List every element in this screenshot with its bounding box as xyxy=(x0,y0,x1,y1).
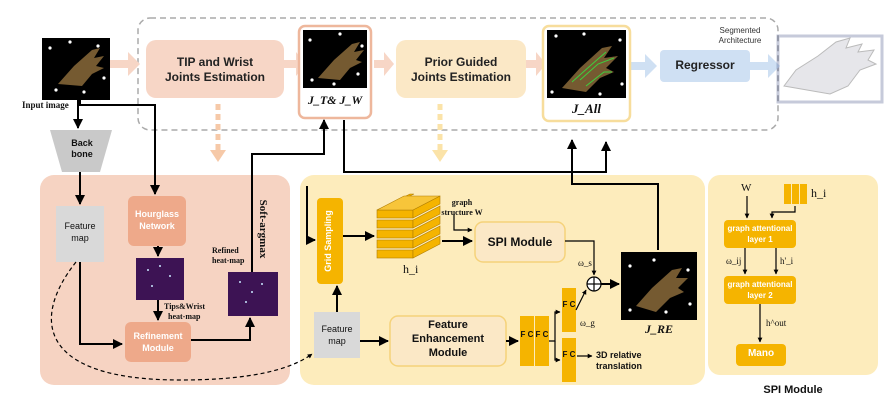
refined-heatmap xyxy=(228,272,278,316)
fc1-label: F C xyxy=(520,330,534,339)
prior-to-jall-arrow xyxy=(526,52,546,76)
refinement-label-1: Refinement xyxy=(133,331,183,341)
jre-label: J_RE xyxy=(644,322,673,336)
gal2-box xyxy=(724,276,796,304)
tip-wrist-label-2: Joints Estimation xyxy=(164,70,265,84)
feature-map-mid-label-1: Feature xyxy=(321,324,353,334)
feature-enhancement-label-2: Enhancement xyxy=(411,333,485,345)
feature-map-left-label-2: map xyxy=(71,233,89,243)
spi-module-box xyxy=(474,221,566,263)
h-out-label: h^out xyxy=(766,318,787,328)
prior-guided-box xyxy=(396,40,526,98)
grid-sampling-box xyxy=(317,198,343,284)
feature-skip-connection xyxy=(50,261,313,381)
spi-panel xyxy=(708,175,878,375)
translation-label-2: translation xyxy=(596,361,643,371)
mesh-hand xyxy=(783,37,878,95)
graph-structure-label-1: graph xyxy=(451,198,473,207)
fc1-box xyxy=(520,316,534,366)
hi-label: h_i xyxy=(403,262,419,276)
hi-stack xyxy=(376,193,441,259)
tip-wrist-label-1: TIP and Wrist xyxy=(176,55,254,69)
spi-h-label: h_i xyxy=(811,186,827,200)
refined-heatmap-label-1: Refined xyxy=(212,246,239,255)
segmented-label-2: Architecture xyxy=(718,36,762,45)
tip-wrist-box xyxy=(146,40,284,98)
prior-guided-label-1: Prior Guided xyxy=(424,55,498,69)
spi-module-label: SPI Module xyxy=(487,235,553,249)
hourglass-label-1: Hourglass xyxy=(134,209,179,219)
backbone-shape xyxy=(50,130,112,172)
omega-s-label: ω_s xyxy=(578,258,592,268)
omega-g-label: ω_g xyxy=(580,318,595,328)
jt-jw-label: J_T& J_W xyxy=(307,93,363,107)
grid-sampling-label: Grid Sampling xyxy=(323,210,333,272)
jall-to-regressor-arrow xyxy=(628,54,657,78)
mano-label: Mano xyxy=(747,348,775,359)
translation-label-1: 3D relative xyxy=(596,350,642,360)
refinement-label-2: Module xyxy=(142,343,174,353)
gal1-box xyxy=(724,220,796,248)
backbone-label-2: bone xyxy=(71,149,93,159)
prior-guided-label-2: Joints Estimation xyxy=(410,70,511,84)
regressor-label: Regressor xyxy=(675,58,735,72)
fc4-label: F C xyxy=(562,350,576,359)
feature-map-left-box xyxy=(56,206,104,262)
refined-heatmap-label-2: heat-map xyxy=(212,256,245,265)
omega-ij-label: ω_ij xyxy=(726,256,742,266)
fc3-box xyxy=(562,288,576,332)
feature-map-left-label-1: Feature xyxy=(64,221,96,231)
h-prime-label: h'_i xyxy=(780,256,794,266)
jt-to-prior-arrow xyxy=(374,52,394,76)
fc3-label: F C xyxy=(562,300,576,309)
hourglass-label-2: Network xyxy=(139,221,175,231)
backbone-label-1: Back xyxy=(71,138,93,148)
feature-map-mid-label-2: map xyxy=(328,336,346,346)
regressor-to-mesh-arrow xyxy=(750,54,780,78)
tips-heatmap-label-1: Tips&Wrist xyxy=(164,302,206,311)
spi-w-label: W xyxy=(741,182,752,194)
fc2-label: F C xyxy=(535,330,549,339)
feature-enhancement-label-3: Module xyxy=(428,347,468,359)
spi-panel-caption: SPI Module xyxy=(763,384,823,396)
hourglass-box xyxy=(128,196,186,246)
feature-map-mid-box xyxy=(314,312,360,358)
regressor-box xyxy=(660,50,750,82)
segmented-architecture-outline xyxy=(137,17,779,131)
input-image-label: Input image xyxy=(22,100,69,110)
fc2-box xyxy=(535,316,549,366)
gal1-label-2: layer 1 xyxy=(747,235,773,244)
feature-enhancement-label-1: Feature xyxy=(428,319,468,331)
tips-heatmap-label-2: heat-map xyxy=(168,312,201,321)
graph-structure-label-2: structure W xyxy=(441,208,483,217)
soft-argmax-label: Soft-argmax xyxy=(257,199,269,259)
segmented-label-1: Segmented xyxy=(719,26,761,35)
fc4-box xyxy=(562,338,576,382)
gal1-label-1: graph attentional xyxy=(727,224,793,233)
refinement-box xyxy=(125,322,191,362)
gal2-label-2: layer 2 xyxy=(747,291,773,300)
gal2-label-1: graph attentional xyxy=(727,280,793,289)
input-to-tip-arrow xyxy=(110,52,140,76)
mano-box xyxy=(736,344,786,366)
jall-label: J_All xyxy=(572,101,601,116)
tips-heatmap xyxy=(136,258,184,300)
